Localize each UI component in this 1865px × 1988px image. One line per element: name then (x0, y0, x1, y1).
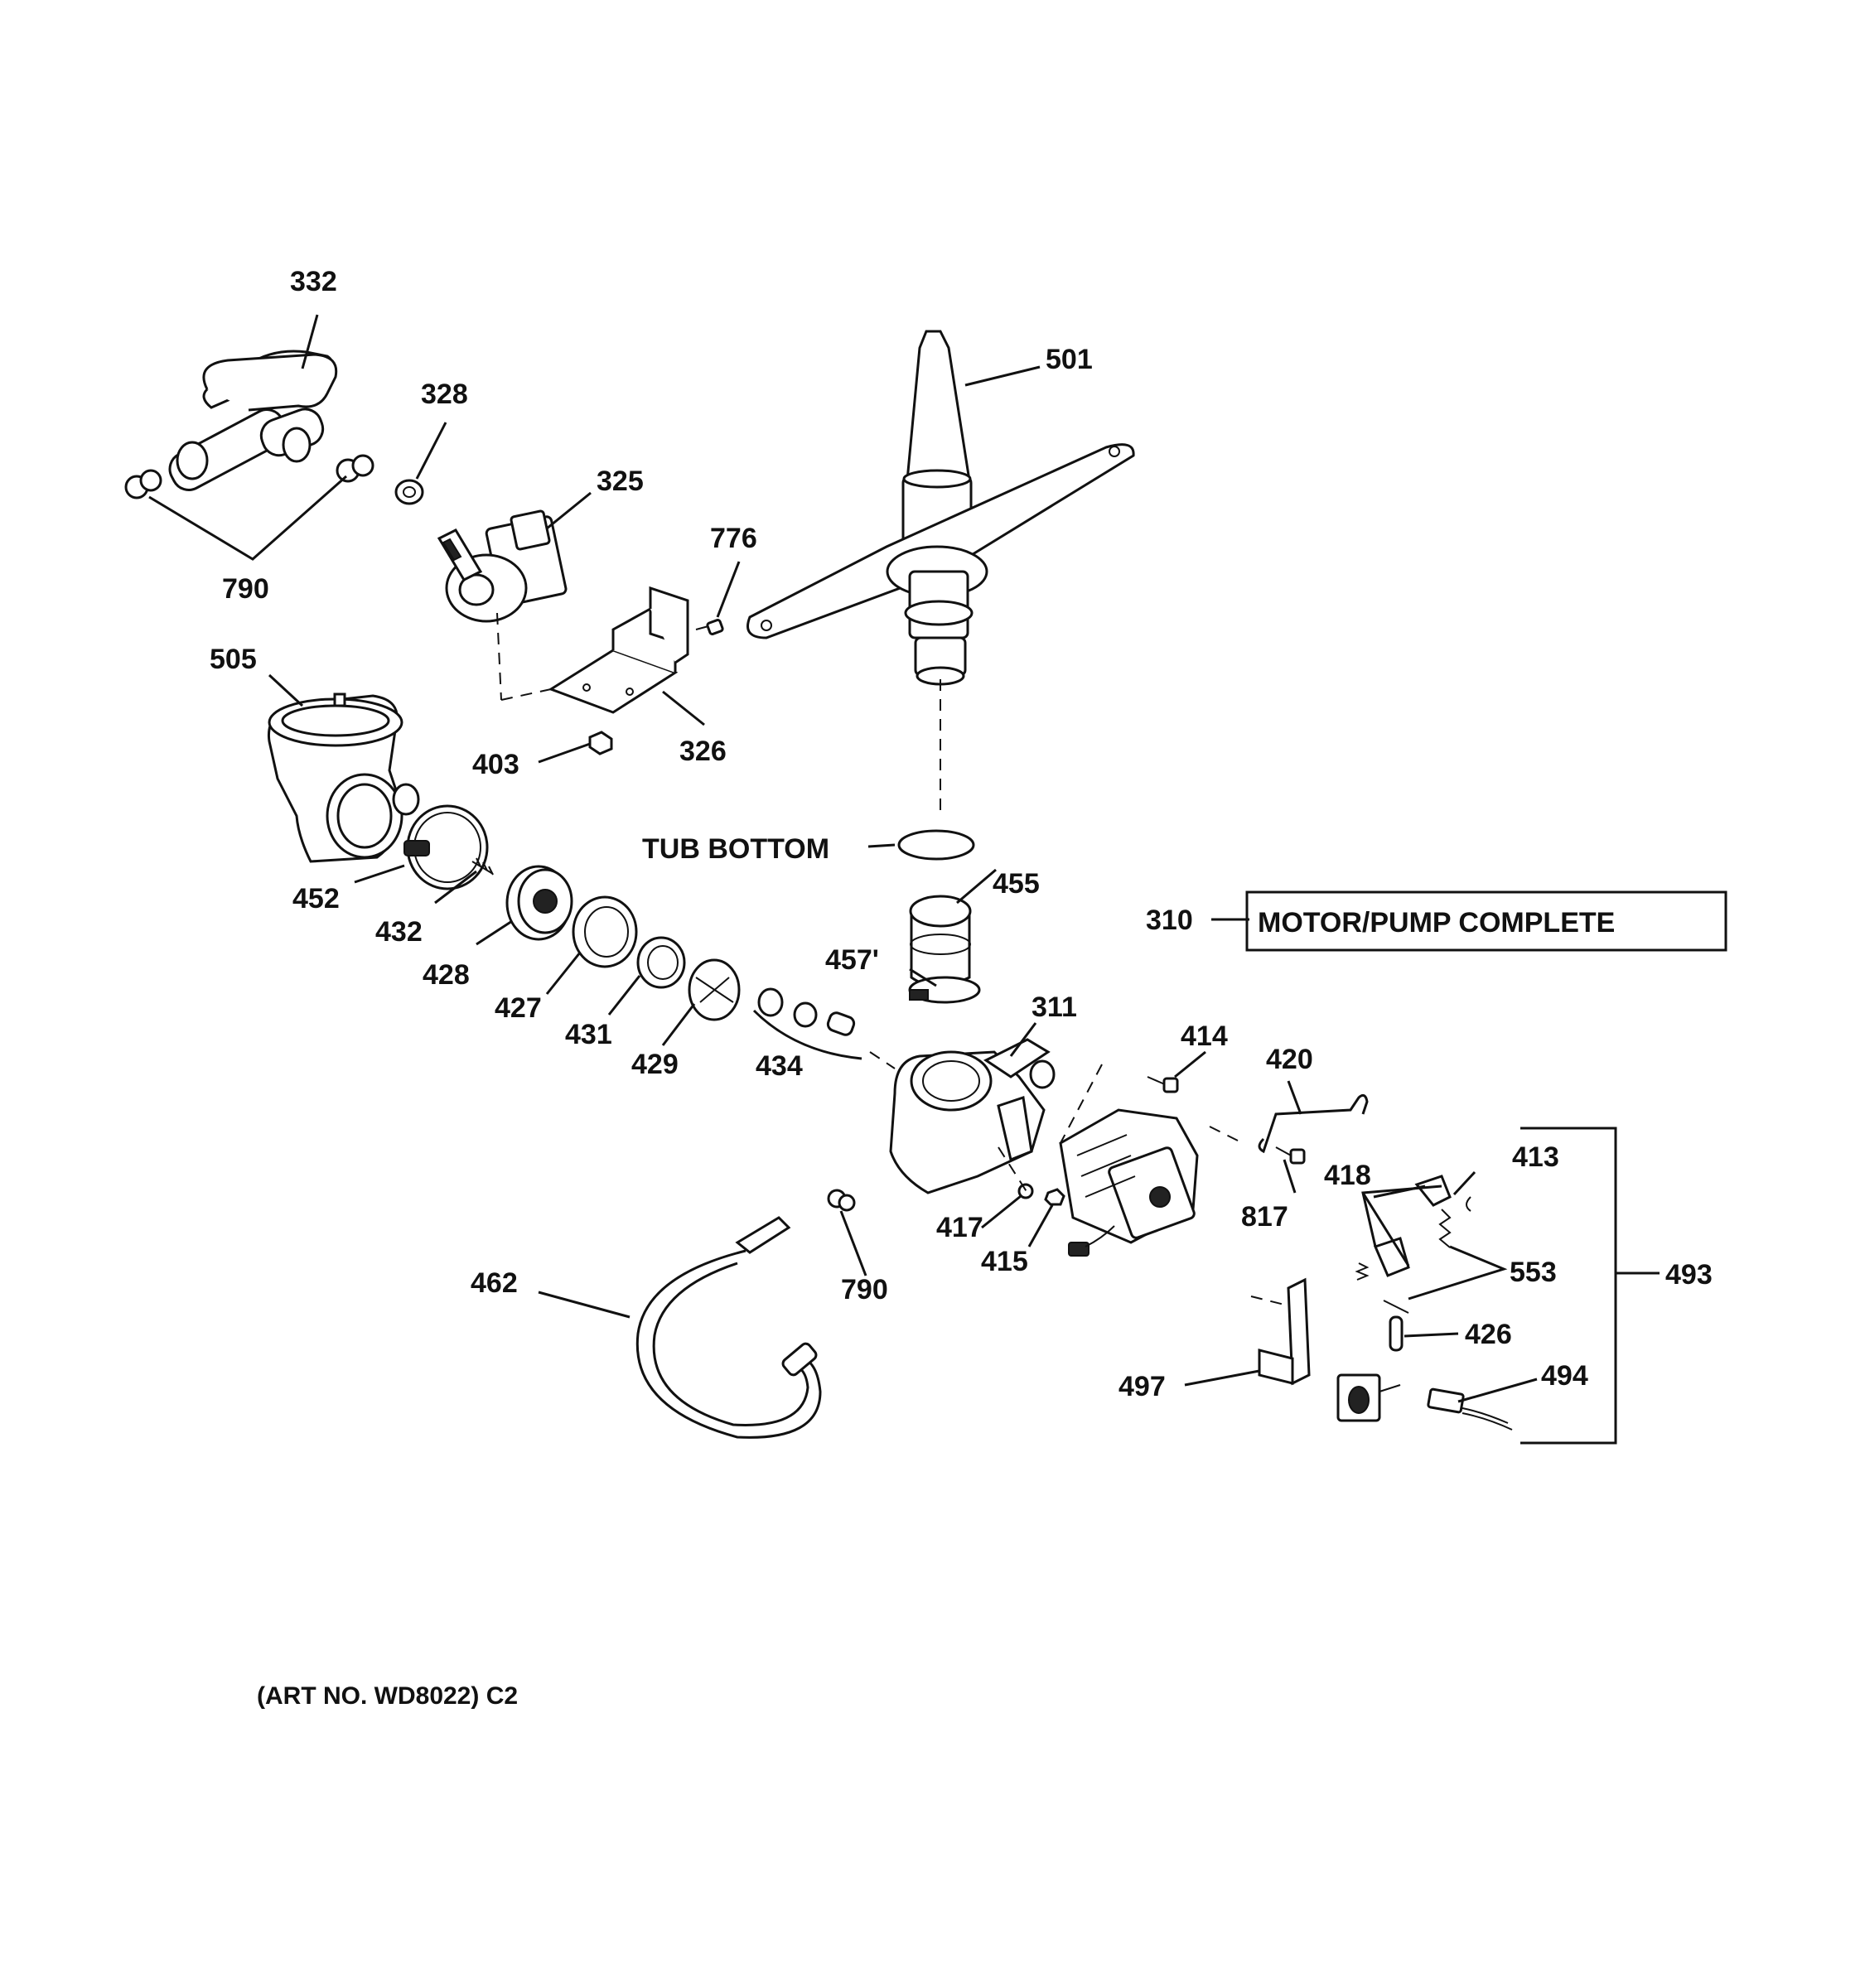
part-label-427[interactable]: 427 (495, 992, 542, 1024)
spray-arm-drawing (746, 330, 1135, 686)
motor-pump-complete-label: MOTOR/PUMP COMPLETE (1258, 907, 1615, 939)
part-label-790-bottom[interactable]: 790 (841, 1274, 888, 1305)
screw-414-drawing (1147, 1076, 1179, 1093)
part-label-455[interactable]: 455 (993, 868, 1040, 900)
part-label-414[interactable]: 414 (1181, 1021, 1228, 1052)
part-label-429[interactable]: 429 (631, 1049, 679, 1080)
boot-clamp-drawing (908, 976, 981, 1004)
part-label-494[interactable]: 494 (1541, 1360, 1588, 1392)
part-label-326[interactable]: 326 (679, 736, 727, 767)
motor-drawing (1059, 1108, 1199, 1257)
tub-bottom-label: TUB BOTTOM (642, 833, 829, 865)
alignment-line (496, 612, 502, 701)
pump-housing-drawing (889, 1038, 1056, 1194)
screw-432-drawing (471, 857, 494, 876)
sump-housing-drawing (267, 692, 420, 863)
part-label-505[interactable]: 505 (210, 644, 257, 675)
part-label-501[interactable]: 501 (1046, 344, 1093, 375)
hose-clamp-lower-drawing (827, 1189, 856, 1212)
part-label-418[interactable]: 418 (1324, 1160, 1371, 1191)
ring-427-drawing (572, 895, 638, 968)
drain-hose-drawing (635, 1216, 822, 1439)
art-number: (ART NO. WD8022) C2 (257, 1682, 518, 1710)
part-label-817[interactable]: 817 (1241, 1201, 1288, 1233)
nut-415-drawing (1044, 1188, 1065, 1206)
part-label-403[interactable]: 403 (472, 749, 519, 780)
filter-drawing (505, 865, 573, 941)
part-label-311[interactable]: 311 (1032, 992, 1077, 1023)
washer-417-drawing (1017, 1183, 1034, 1199)
ring-431-drawing (636, 936, 686, 989)
part-label-432[interactable]: 432 (375, 916, 423, 948)
water-valve-drawing (437, 509, 568, 623)
part-label-431[interactable]: 431 (565, 1019, 612, 1050)
alignment-line (1209, 1126, 1244, 1144)
hose-clamp-left-drawing (124, 454, 374, 499)
alignment-line (500, 688, 552, 701)
part-label-790-top[interactable]: 790 (222, 573, 269, 605)
bracket-497-drawing (1250, 1277, 1311, 1386)
part-label-426[interactable]: 426 (1465, 1319, 1512, 1350)
alignment-line (869, 1051, 896, 1069)
part-label-428[interactable]: 428 (423, 959, 470, 991)
part-label-497[interactable]: 497 (1119, 1371, 1166, 1402)
part-label-420[interactable]: 420 (1266, 1044, 1313, 1075)
alignment-line (998, 1146, 1028, 1194)
harness-plug-drawing (1427, 1387, 1513, 1431)
bracket-drawing (548, 586, 689, 714)
hose-loop-drawing (168, 350, 338, 491)
motor-pump-complete-box (1245, 890, 1727, 952)
spring-553-drawing (1355, 1209, 1452, 1281)
grommet-drawing (394, 479, 424, 505)
solenoid-drawing (1336, 1373, 1401, 1422)
boot-seal-drawing (909, 895, 972, 987)
part-label-417[interactable]: 417 (936, 1212, 983, 1243)
part-label-332[interactable]: 332 (290, 266, 337, 297)
sump-clamp-drawing (403, 804, 489, 890)
part-label-310[interactable]: 310 (1146, 905, 1193, 936)
part-label-493[interactable]: 493 (1665, 1259, 1713, 1291)
impeller-drawing (688, 958, 741, 1021)
part-label-776[interactable]: 776 (710, 523, 757, 554)
part-label-434[interactable]: 434 (756, 1050, 803, 1082)
part-label-415[interactable]: 415 (981, 1246, 1028, 1277)
part-label-328[interactable]: 328 (421, 379, 468, 410)
part-label-452[interactable]: 452 (292, 883, 340, 914)
leader-lines (148, 314, 1660, 1445)
clip-413-drawing (1466, 1196, 1471, 1212)
seal-kit-drawing (757, 987, 856, 1036)
part-label-413[interactable]: 413 (1512, 1141, 1559, 1173)
part-label-325[interactable]: 325 (597, 466, 644, 497)
part-label-457[interactable]: 457' (825, 944, 879, 976)
part-label-553[interactable]: 553 (1510, 1257, 1557, 1288)
tub-bottom-seal-drawing (897, 829, 975, 861)
alignment-line (1060, 1064, 1103, 1144)
screw-817-drawing (1275, 1146, 1306, 1165)
link-rod-drawing (1258, 1093, 1369, 1154)
pin-426-drawing (1383, 1300, 1409, 1352)
screw-776-drawing (695, 619, 724, 635)
part-label-462[interactable]: 462 (471, 1267, 518, 1299)
nut-403-drawing (588, 731, 613, 755)
